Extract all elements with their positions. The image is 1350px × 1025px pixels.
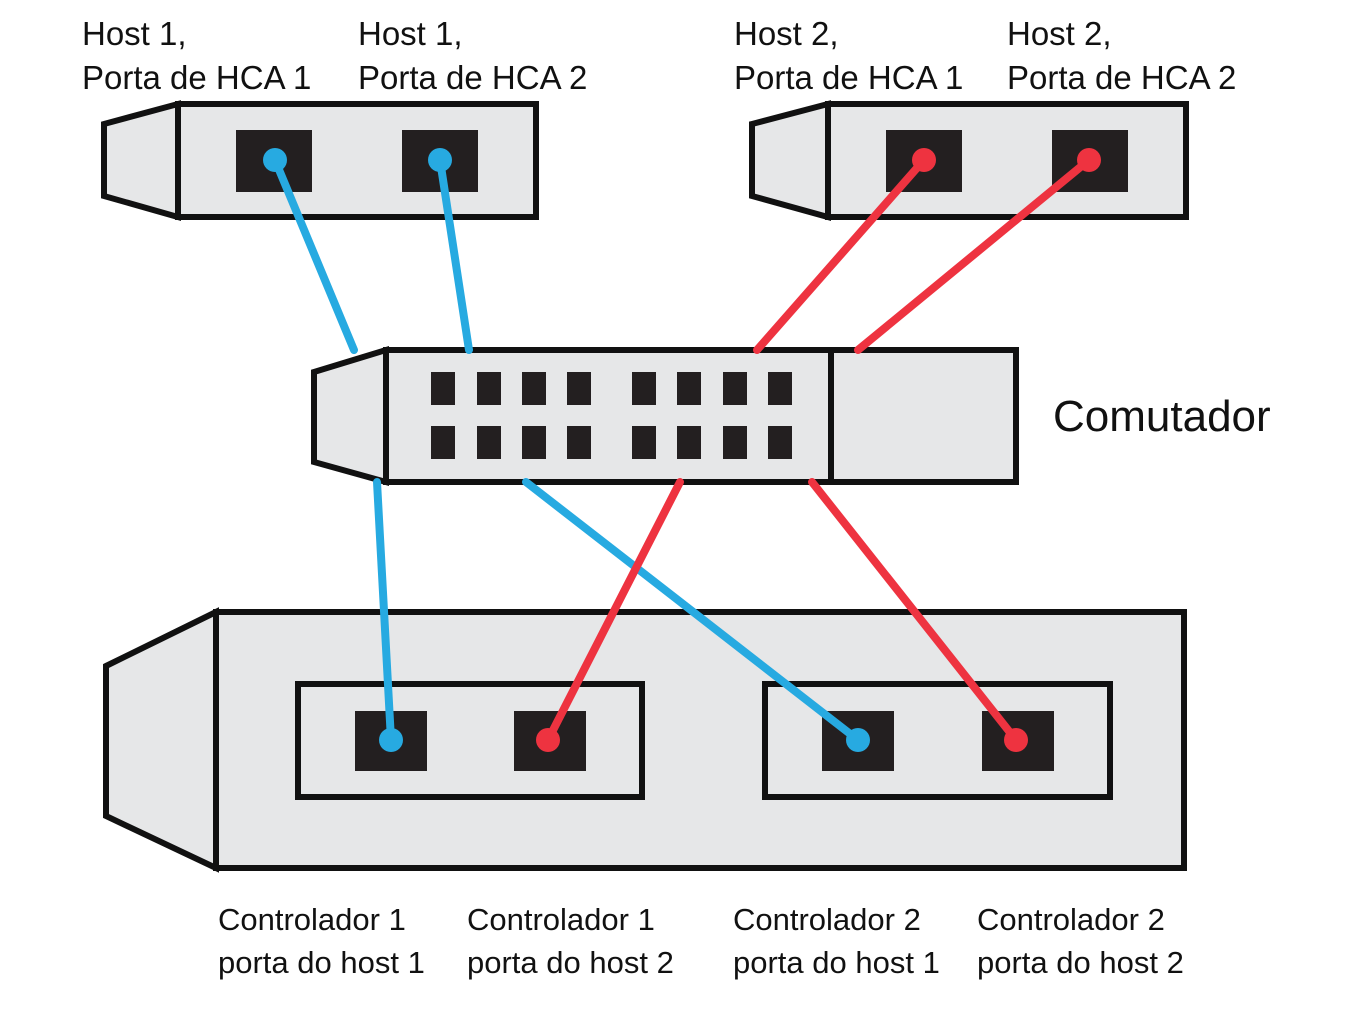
switch-port-r2-c4 xyxy=(567,426,591,459)
switch-port-r1-c6 xyxy=(677,372,701,405)
dot-ctrl2-port1 xyxy=(846,728,870,752)
host-1-card-body xyxy=(175,101,539,220)
dot-ctrl1-port2 xyxy=(536,728,560,752)
host-1-hca-1-label: Host 1, Porta de HCA 1 xyxy=(82,12,311,100)
switch-port-r2-c7 xyxy=(723,426,747,459)
cable-host2-hca1-to-switch xyxy=(753,156,928,354)
dot-ctrl2-port2 xyxy=(1004,728,1028,752)
ctrl-2-port-2-label-line2: porta do host 2 xyxy=(977,945,1184,980)
host-2-hca-2-label-line1: Host 2, xyxy=(1007,15,1112,52)
host-1-hca-2-label-line2: Porta de HCA 2 xyxy=(358,59,588,96)
controller-2-module xyxy=(762,681,1113,800)
dot-host2-hca1 xyxy=(912,148,936,172)
switch-port-r1-c3 xyxy=(522,372,546,405)
host-2-card-bracket xyxy=(749,100,831,221)
host-2-card-body xyxy=(825,101,1189,220)
cable-switch-to-ctrl2-port1 xyxy=(522,478,862,744)
host-2-hca-1-label-line2: Porta de HCA 1 xyxy=(734,59,964,96)
switch xyxy=(311,345,1019,486)
switch-port-r2-c1 xyxy=(431,426,455,459)
ctrl-2-port-2-label-line1: Controlador 2 xyxy=(977,902,1165,937)
array-bracket xyxy=(103,607,219,873)
switch-port-r1-c1 xyxy=(431,372,455,405)
cable-host2-hca2-to-switch xyxy=(854,156,1093,354)
host-1-hca-1-label-line2: Porta de HCA 1 xyxy=(82,59,312,96)
switch-body xyxy=(383,347,1019,485)
ctrl-1-port-2-label: Controlador 1 porta do host 2 xyxy=(467,898,674,984)
host-2-hca-2-label: Host 2, Porta de HCA 2 xyxy=(1007,12,1236,100)
switch-port-r1-c7 xyxy=(723,372,747,405)
host-2-hca-card xyxy=(749,100,1189,221)
ctrl-2-port-1-label-line1: Controlador 2 xyxy=(733,902,921,937)
switch-port-r1-c2 xyxy=(477,372,501,405)
switch-port-r2-c2 xyxy=(477,426,501,459)
host-2-hca-1-label-line1: Host 2, xyxy=(734,15,839,52)
switch-port-r2-c8 xyxy=(768,426,792,459)
controller-1-module xyxy=(295,681,645,800)
ctrl-1-port-1-label-line2: porta do host 1 xyxy=(218,945,425,980)
cables xyxy=(271,156,1093,744)
host-1-hca-2-label: Host 1, Porta de HCA 2 xyxy=(358,12,587,100)
ctrl-1-port-1-label-line1: Controlador 1 xyxy=(218,902,406,937)
host-1-card-bracket xyxy=(101,100,181,221)
ctrl-1-port-1-label: Controlador 1 porta do host 1 xyxy=(218,898,425,984)
switch-port-r2-c5 xyxy=(632,426,656,459)
ctrl-2-port-1-label-line2: porta do host 1 xyxy=(733,945,940,980)
cable-switch-to-ctrl1-port1 xyxy=(373,478,395,744)
cable-switch-to-ctrl1-port2 xyxy=(544,478,684,744)
cable-host1-hca2-to-switch xyxy=(436,156,473,354)
switch-port-r2-c3 xyxy=(522,426,546,459)
host-1-hca-2-label-line1: Host 1, xyxy=(358,15,463,52)
switch-port-r2-c6 xyxy=(677,426,701,459)
switch-port-r1-c5 xyxy=(632,372,656,405)
switch-port-r1-c4 xyxy=(567,372,591,405)
cable-host1-hca1-to-switch xyxy=(271,156,358,354)
ctrl-1-port-2-label-line2: porta do host 2 xyxy=(467,945,674,980)
host-1-hca-card xyxy=(101,100,539,221)
ctrl-1-port-2-label-line1: Controlador 1 xyxy=(467,902,655,937)
dot-host2-hca2 xyxy=(1077,148,1101,172)
switch-label: Comutador xyxy=(1053,392,1271,441)
host-2-hca-2-label-line2: Porta de HCA 2 xyxy=(1007,59,1237,96)
cable-switch-to-ctrl2-port2 xyxy=(808,478,1020,744)
ctrl-2-port-2-label: Controlador 2 porta do host 2 xyxy=(977,898,1184,984)
ctrl-2-port-1-label: Controlador 2 porta do host 1 xyxy=(733,898,940,984)
switch-ports xyxy=(431,372,792,459)
dot-host1-hca2 xyxy=(428,148,452,172)
switch-port-r1-c8 xyxy=(768,372,792,405)
host-1-hca-1-label-line1: Host 1, xyxy=(82,15,187,52)
dot-host1-hca1 xyxy=(263,148,287,172)
dot-ctrl1-port1 xyxy=(379,728,403,752)
switch-bracket xyxy=(311,345,389,486)
connector-dots xyxy=(263,148,1101,752)
host-2-hca-1-label: Host 2, Porta de HCA 1 xyxy=(734,12,963,100)
